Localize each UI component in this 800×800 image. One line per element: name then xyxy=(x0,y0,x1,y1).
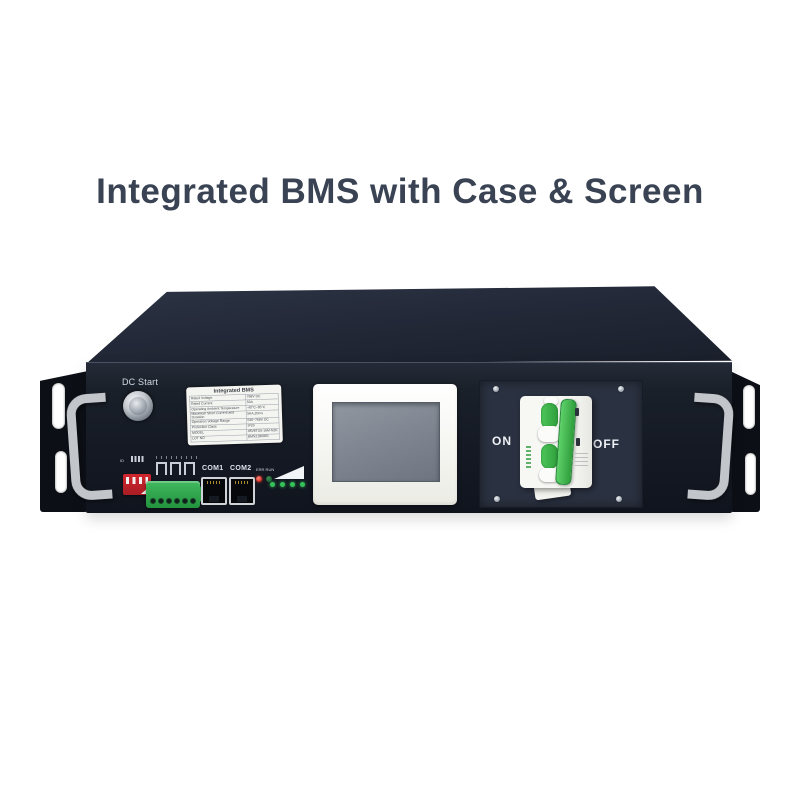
screw xyxy=(616,496,622,502)
breaker-cert-marks xyxy=(575,450,588,466)
com2-rj45-port xyxy=(229,477,255,505)
mounting-slot xyxy=(745,453,756,495)
err-run-label: ERR RUN xyxy=(256,467,275,472)
terminal-screw xyxy=(166,498,172,504)
breaker-green-segment xyxy=(541,403,558,429)
breaker-lever xyxy=(555,398,577,486)
terminal-screw xyxy=(182,498,188,504)
breaker-knob xyxy=(539,468,560,482)
pin-header-icon xyxy=(170,462,181,475)
terminal-screw xyxy=(174,498,180,504)
breaker-on-label: ON xyxy=(492,434,512,448)
screw xyxy=(494,496,500,502)
breaker-panel: ON OFF xyxy=(479,380,643,508)
left-handle xyxy=(65,392,113,502)
status-led-row xyxy=(270,482,305,487)
com1-rj45-port xyxy=(201,477,227,505)
breaker-green-segment xyxy=(541,444,558,469)
com2-label: COM2 xyxy=(230,465,252,472)
dc-start-label: DC Start xyxy=(121,377,159,387)
id-label: ID xyxy=(120,458,124,463)
product-title: Integrated BMS with Case & Screen xyxy=(96,172,704,211)
mounting-slot xyxy=(55,451,67,493)
terminal-screw xyxy=(150,498,156,504)
status-led-green xyxy=(270,482,275,487)
right-handle xyxy=(687,392,735,502)
dc-start-button xyxy=(123,391,153,421)
screen-bezel xyxy=(313,384,457,505)
pin-header-icon xyxy=(184,462,195,475)
circuit-breaker xyxy=(520,396,592,488)
lcd-screen xyxy=(332,402,440,482)
right-rack-ear xyxy=(730,371,760,512)
err-led xyxy=(256,476,262,482)
mounting-slot xyxy=(52,383,65,429)
terminal-screw xyxy=(158,498,164,504)
breaker-brand-marks xyxy=(526,446,531,468)
breaker-vent xyxy=(575,408,579,416)
run-led xyxy=(266,476,272,482)
dip-diagram-icon xyxy=(131,456,144,462)
status-led-green xyxy=(290,482,295,487)
left-rack-ear xyxy=(40,371,88,512)
id-dip-switch xyxy=(123,474,151,495)
chassis-top xyxy=(86,286,732,364)
screw xyxy=(493,386,499,392)
breaker-off-label: OFF xyxy=(593,437,620,451)
terminal-screw xyxy=(190,498,196,504)
breaker-vent xyxy=(576,438,580,446)
pin-label-marks xyxy=(156,456,198,459)
screw xyxy=(618,386,624,392)
pin-header-icon xyxy=(156,462,167,475)
status-led-green xyxy=(280,482,285,487)
status-led-green xyxy=(300,482,305,487)
terminal-block xyxy=(146,481,200,508)
com1-label: COM1 xyxy=(202,465,224,472)
breaker-knob xyxy=(544,397,558,405)
mounting-slot xyxy=(743,385,755,429)
breaker-knob xyxy=(538,426,560,442)
